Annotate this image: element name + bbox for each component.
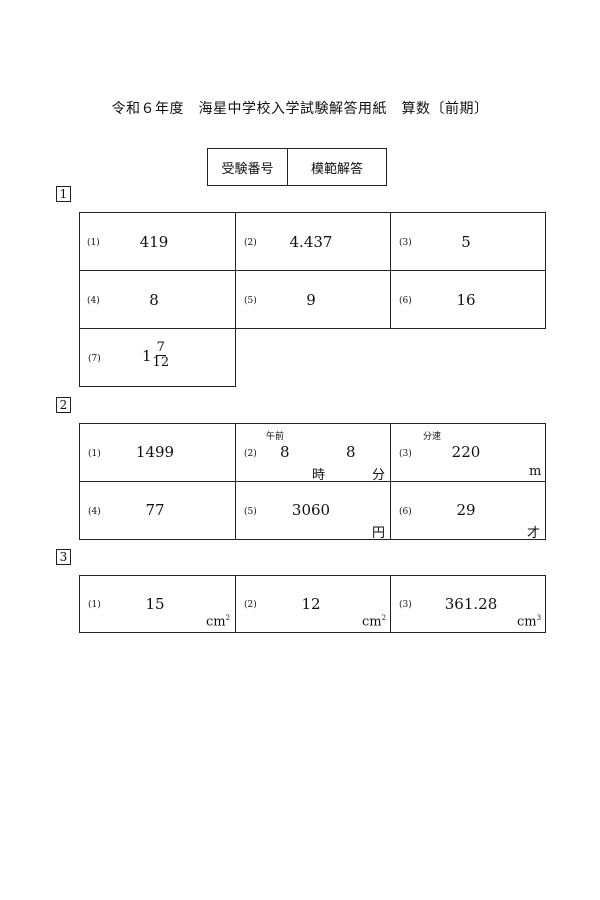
section-3-number: 3 <box>56 549 71 565</box>
s2-q3-answer: 220 <box>451 443 481 461</box>
s2-q2-label: (2) <box>244 449 257 459</box>
s2-q5-unit: 円 <box>372 526 386 541</box>
s2-q2-minute: 8 <box>346 443 356 461</box>
s2-q3-cell: 分速 (3) 220 m <box>391 424 546 482</box>
s3-q1-unit: cm2 <box>206 614 231 630</box>
s1-q4-label: (4) <box>87 296 100 306</box>
s2-q1-answer: 1499 <box>135 443 175 461</box>
s1-q4-cell: (4) 8 <box>79 271 236 329</box>
s3-q3-cell: (3) 361.28 cm3 <box>391 576 546 633</box>
s1-q5-label: (5) <box>244 296 257 306</box>
s2-q2-cell: 午前 (2) 8 時 8 分 <box>236 424 391 483</box>
s1-q7-fraction: 7 12 <box>153 341 170 370</box>
s1-q1-cell: (1) 419 <box>79 212 236 271</box>
s2-q6-unit: 才 <box>527 526 541 541</box>
exam-number-label: 受験番号 <box>208 149 288 185</box>
s3-q3-answer: 361.28 <box>444 595 498 613</box>
s1-q4-answer: 8 <box>149 291 159 309</box>
s2-q5-answer: 3060 <box>291 501 331 519</box>
s1-q5-cell: (5) 9 <box>236 271 391 329</box>
s3-q2-label: (2) <box>244 600 257 610</box>
exam-number-box: 受験番号 模範解答 <box>207 148 387 186</box>
s2-q1-cell: (1) 1499 <box>80 424 236 482</box>
s1-q7-mixed-fraction: 1 7 12 <box>142 341 169 370</box>
s1-q2-label: (2) <box>244 238 257 248</box>
s2-q1-label: (1) <box>88 449 101 459</box>
s2-q4-label: (4) <box>88 507 101 517</box>
section-1-number: 1 <box>56 186 71 202</box>
s3-q2-answer: 12 <box>301 595 321 613</box>
exam-number-value: 模範解答 <box>310 161 363 177</box>
s2-q2-minute-unit: 分 <box>372 468 386 483</box>
s1-q6-label: (6) <box>399 296 412 306</box>
s2-q2-hour: 8 <box>280 443 290 461</box>
s1-q3-answer: 5 <box>461 233 471 251</box>
s1-q6-answer: 16 <box>456 291 476 309</box>
page-title: 令和６年度 海星中学校入学試験解答用紙 算数〔前期〕 <box>111 101 489 117</box>
s2-q6-label: (6) <box>399 507 412 517</box>
section-2-number: 2 <box>56 397 71 413</box>
s2-q2-hour-unit: 時 <box>312 468 326 483</box>
s2-q4-cell: (4) 77 <box>80 482 236 540</box>
s1-q7-whole: 1 <box>142 346 152 365</box>
s2-q3-label: (3) <box>399 449 412 459</box>
s2-q5-cell: (5) 3060 円 <box>236 482 391 541</box>
s1-q7-denominator: 12 <box>152 355 170 370</box>
s3-q3-unit: cm3 <box>517 614 542 630</box>
s3-q1-answer: 15 <box>145 595 165 613</box>
s2-q6-cell: (6) 29 才 <box>391 482 546 541</box>
s1-q5-answer: 9 <box>306 291 316 309</box>
s1-q7-label: (7) <box>88 354 101 364</box>
s1-q3-label: (3) <box>399 238 412 248</box>
s2-q5-label: (5) <box>244 507 257 517</box>
s3-q2-unit: cm2 <box>362 614 387 630</box>
s2-q4-answer: 77 <box>145 501 165 519</box>
s2-q2-prefix: 午前 <box>266 432 285 442</box>
s3-q2-cell: (2) 12 cm2 <box>236 576 391 633</box>
section-1-grid: (1) 419 (2) 4.437 (3) 5 (4) 8 (5) 9 (6) … <box>79 212 546 387</box>
section-2-grid: (1) 1499 午前 (2) 8 時 8 分 分速 (3) 220 m (4)… <box>79 423 546 541</box>
s1-q6-cell: (6) 16 <box>391 271 546 329</box>
s3-q1-label: (1) <box>88 600 101 610</box>
s1-q1-answer: 419 <box>139 233 169 251</box>
s3-q1-cell: (1) 15 cm2 <box>80 576 236 633</box>
s2-q3-unit: m <box>529 464 542 479</box>
s2-q6-answer: 29 <box>456 501 476 519</box>
s1-q7-cell: (7) 1 7 12 <box>79 329 236 387</box>
s2-q3-prefix: 分速 <box>423 432 442 442</box>
s1-q2-answer: 4.437 <box>289 233 333 251</box>
section-3-grid: (1) 15 cm2 (2) 12 cm2 (3) 361.28 cm3 <box>79 575 546 633</box>
s1-q3-cell: (3) 5 <box>391 212 546 271</box>
s3-q3-label: (3) <box>399 600 412 610</box>
s1-q7-numerator: 7 <box>155 340 166 356</box>
s1-q1-label: (1) <box>87 238 100 248</box>
s1-q2-cell: (2) 4.437 <box>236 212 391 271</box>
